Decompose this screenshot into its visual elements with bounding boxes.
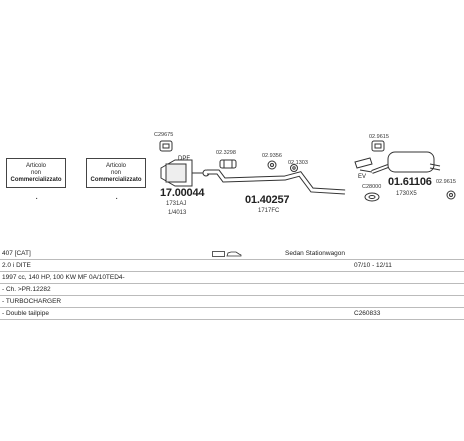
label-ev: EV	[358, 174, 367, 180]
row4-chassis: - Ch. >PR.12282	[2, 286, 51, 293]
box-right-line1: Articolo	[105, 163, 126, 169]
hanger-02-9356-icon	[267, 160, 277, 170]
code-02-3298: 02.3298	[216, 150, 236, 156]
code-02-9356: 02.9356	[262, 153, 282, 159]
box-right-dot: ·	[115, 193, 119, 204]
clamp-02-9615-top-icon	[371, 140, 385, 152]
box-left-dot: ·	[35, 193, 39, 204]
hanger-02-9615-right-icon	[446, 190, 456, 200]
row6-tailpipe: - Double tailpipe	[2, 310, 49, 317]
row5-turbo: - TURBOCHARGER	[2, 298, 62, 305]
table-row: 407 [CAT] Sedan Stationwagon	[0, 248, 464, 260]
row1-body: Sedan Stationwagon	[285, 250, 345, 257]
table-row: - TURBOCHARGER	[0, 296, 464, 308]
part-sub-dpf-2: 1/4013	[168, 210, 187, 216]
box-left-line1: Articolo	[25, 163, 46, 169]
intermediate-pipe-icon	[207, 169, 346, 195]
code-c28000: C28000	[362, 184, 382, 190]
rear-silencer-icon	[371, 151, 441, 174]
part-sub-rear: 1730X5	[396, 191, 417, 197]
table-row: 2.0 i DITE 07/10 - 12/11	[0, 260, 464, 272]
code-02-9615-top: 02.9615	[369, 134, 389, 140]
row3-specs: 1997 cc, 140 HP, 100 KW MF 0A/10TED4-	[2, 274, 125, 281]
row2-engine: 2.0 i DITE	[2, 262, 31, 269]
code-02-1303: 02.1303	[288, 160, 308, 166]
row2-dates: 07/10 - 12/11	[354, 262, 392, 269]
row6-code: C260833	[354, 310, 381, 317]
part-sub-dpf-1: 1731AJ	[166, 201, 187, 207]
mount-c28000-icon	[364, 192, 380, 202]
clamp-02-3298-icon	[219, 159, 237, 169]
code-c29675: C29675	[154, 132, 174, 138]
part-number-rear: 01.61106	[388, 176, 432, 188]
box-left-line3: Commercializzato	[10, 177, 62, 183]
box-right-line3: Commercializzato	[90, 177, 142, 183]
dpf-filter-icon	[160, 159, 210, 187]
hanger-02-1303-icon	[290, 164, 298, 172]
not-commercialized-box-left: Articolo non Commercializzato	[6, 158, 66, 188]
box-right-line2: non	[110, 170, 121, 176]
label-dpf: DPF	[178, 156, 190, 162]
exhaust-parts-drawing	[159, 140, 456, 202]
table-row: - Double tailpipe C260833	[0, 308, 464, 320]
box-left-line2: non	[30, 170, 41, 176]
row1-model: 407 [CAT]	[2, 250, 31, 257]
table-row: 1997 cc, 140 HP, 100 KW MF 0A/10TED4-	[0, 272, 464, 284]
table-row: - Ch. >PR.12282	[0, 284, 464, 296]
car-icon	[212, 250, 242, 261]
code-02-9615-right: 02.9615	[436, 179, 456, 185]
exhaust-diagram: Articolo non Commercializzato · Articolo…	[0, 110, 464, 245]
clamp-c29675-icon	[159, 140, 173, 152]
part-number-intermediate: 01.40257	[245, 194, 290, 206]
not-commercialized-box-right: Articolo non Commercializzato	[86, 158, 146, 188]
part-sub-intermediate: 1717FC	[258, 208, 280, 214]
part-number-dpf: 17.00044	[160, 187, 205, 199]
ev-valve-icon	[354, 157, 373, 173]
